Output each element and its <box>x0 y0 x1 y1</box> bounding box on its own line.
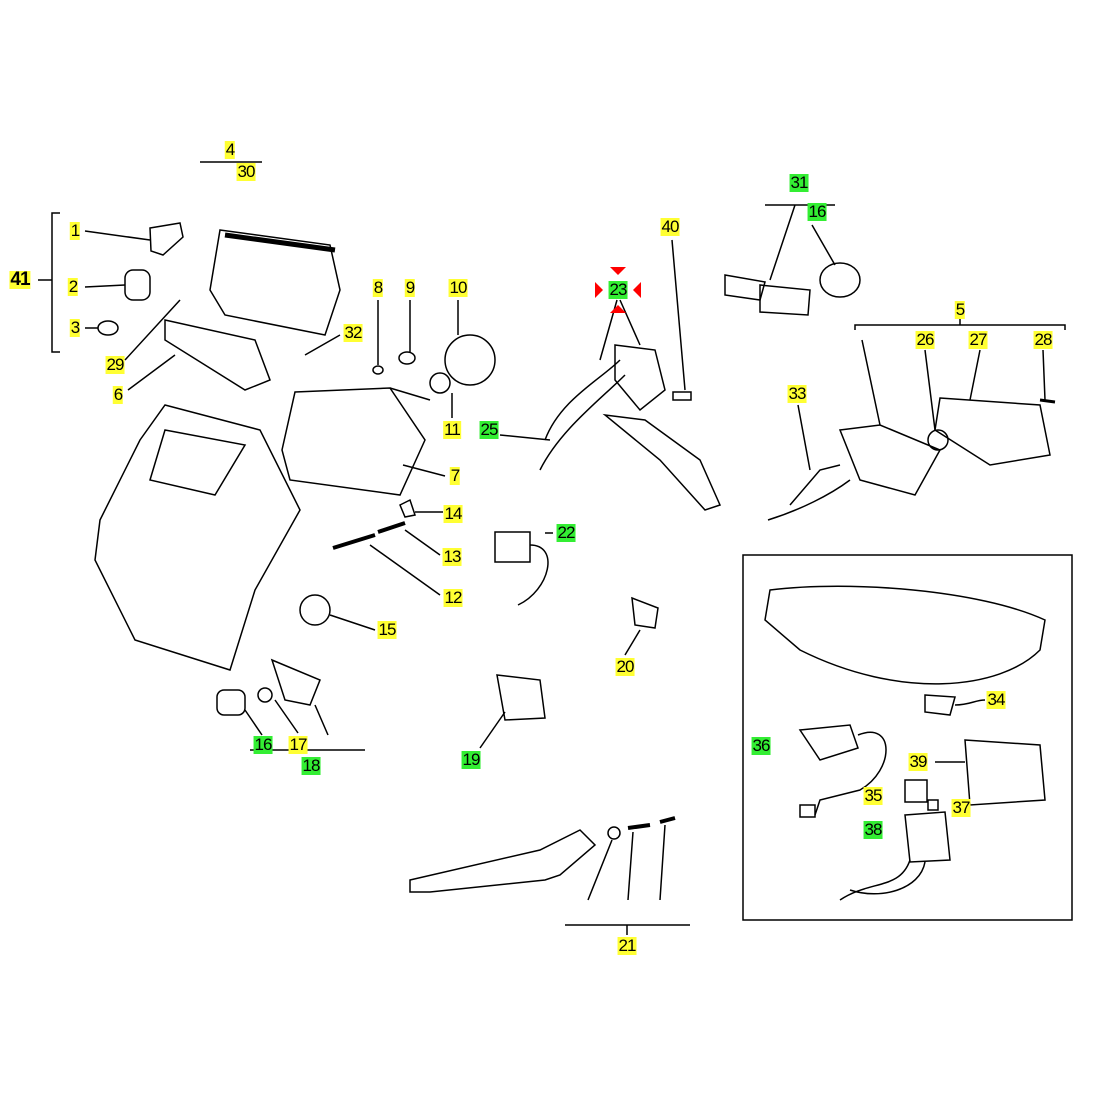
relay-35 <box>904 779 928 803</box>
callout-7: 7 <box>449 466 460 485</box>
relay-19 <box>496 674 546 721</box>
callout-14: 14 <box>443 504 463 523</box>
callout-25: 25 <box>479 420 499 439</box>
callout-5: 5 <box>954 300 965 319</box>
callout-23: 23 <box>608 280 628 299</box>
callout-28: 28 <box>1033 330 1053 349</box>
taillight-base <box>838 424 942 496</box>
callout-19: 19 <box>461 750 481 769</box>
callout-32: 32 <box>343 323 363 342</box>
callout-13: 13 <box>442 547 462 566</box>
callout-22: 22 <box>556 523 576 542</box>
callout-16: 16 <box>253 735 273 754</box>
callout-8: 8 <box>372 278 383 297</box>
callout-1: 1 <box>69 221 80 240</box>
callout-30: 30 <box>236 162 256 181</box>
callout-34: 34 <box>986 690 1006 709</box>
callout-15: 15 <box>377 620 397 639</box>
indicator-31 <box>759 284 811 316</box>
callout-38: 38 <box>863 820 883 839</box>
lower-lever <box>409 829 597 893</box>
callout-41: 41 <box>9 269 31 290</box>
headlight <box>281 387 426 496</box>
callout-9: 9 <box>404 278 415 297</box>
indicator-lens <box>216 689 246 716</box>
lens-16 <box>819 262 861 298</box>
cdi-36 <box>798 724 859 761</box>
bulb-11 <box>429 372 451 394</box>
cable <box>539 359 626 471</box>
bracket-41 <box>38 212 60 353</box>
fairing <box>94 404 301 671</box>
callout-40: 40 <box>660 217 680 236</box>
nut-3 <box>97 320 119 336</box>
callout-39: 39 <box>908 752 928 771</box>
bulb-socket <box>149 222 184 256</box>
callout-33: 33 <box>787 384 807 403</box>
lever-bracket <box>614 344 666 412</box>
callout-18: 18 <box>301 756 321 775</box>
callout-2: 2 <box>67 277 78 296</box>
fuse-box-38 <box>904 811 951 863</box>
callout-36: 36 <box>751 736 771 755</box>
connector-22 <box>494 531 531 563</box>
seat <box>764 585 1046 685</box>
callout-3: 3 <box>69 318 80 337</box>
callout-31: 31 <box>789 173 809 192</box>
callout-4: 4 <box>224 140 235 159</box>
switch-20 <box>631 596 659 629</box>
callout-29: 29 <box>105 355 125 374</box>
callout-12: 12 <box>443 588 463 607</box>
callout-26: 26 <box>915 330 935 349</box>
callout-20: 20 <box>615 657 635 676</box>
bulb-2 <box>124 269 151 301</box>
relay-34 <box>924 694 956 716</box>
battery-39 <box>964 739 1046 806</box>
brake-lever <box>602 413 722 511</box>
seat-inset-box <box>742 554 1073 921</box>
callout-11: 11 <box>443 420 461 439</box>
callout-21: 21 <box>617 936 637 955</box>
bulb-shell <box>444 334 496 386</box>
callout-10: 10 <box>448 278 468 297</box>
instrument-cluster <box>209 229 341 336</box>
horn-15 <box>299 594 331 626</box>
tail-lens <box>934 397 1051 466</box>
indicator-housing <box>270 658 321 706</box>
bulb-26 <box>927 429 949 451</box>
bracket-5 <box>854 318 1066 330</box>
callout-16: 16 <box>807 202 827 221</box>
callout-6: 6 <box>112 385 123 404</box>
bracket-6 <box>164 319 271 391</box>
selection-marker-icon <box>595 267 641 313</box>
callout-27: 27 <box>968 330 988 349</box>
callout-37: 37 <box>951 798 971 817</box>
callout-17: 17 <box>288 735 308 754</box>
callout-35: 35 <box>863 786 883 805</box>
